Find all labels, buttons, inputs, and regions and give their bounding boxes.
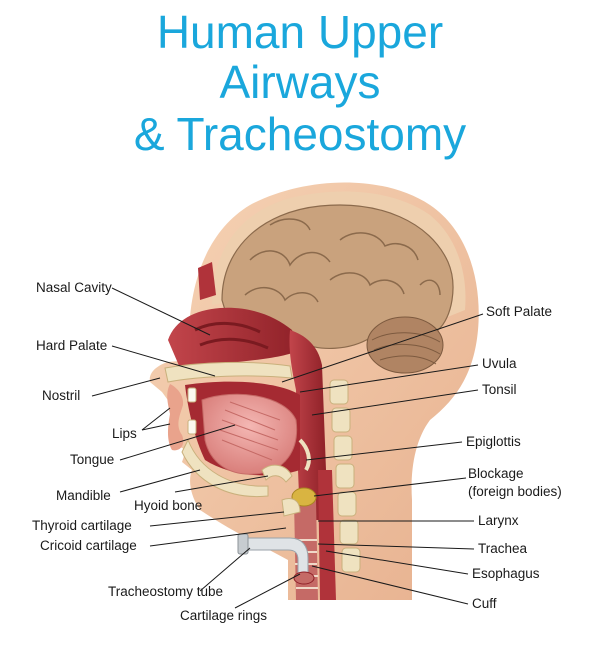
foreign-body <box>291 487 317 507</box>
tongue <box>201 393 298 475</box>
title-line-1: Human Upper <box>156 6 444 58</box>
label-blockage-detail: (foreign bodies) <box>468 484 562 499</box>
label-cricoid-cartilage: Cricoid cartilage <box>40 538 137 553</box>
label-larynx: Larynx <box>478 513 519 528</box>
label-esophagus: Esophagus <box>472 566 540 581</box>
lower-tooth <box>187 419 197 435</box>
label-thyroid-cartilage: Thyroid cartilage <box>32 518 132 533</box>
hard-palate-bone <box>164 361 293 383</box>
title-line-2: Airways <box>219 56 381 108</box>
turbinates <box>194 321 269 350</box>
cervical-spine <box>329 379 361 573</box>
label-cartilage-rings: Cartilage rings <box>180 608 268 623</box>
label-soft-palate: Soft Palate <box>486 304 553 319</box>
label-uvula: Uvula <box>482 356 517 371</box>
leader-lines <box>91 287 484 609</box>
label-cuff: Cuff <box>472 596 497 611</box>
label-mandible: Mandible <box>56 488 111 503</box>
label-lips: Lips <box>112 426 137 441</box>
lips <box>167 384 184 451</box>
label-epiglottis: Epiglottis <box>466 434 521 449</box>
upper-tooth <box>187 387 197 403</box>
pharynx <box>289 330 326 520</box>
frontal-sinus <box>198 262 216 300</box>
brain-folds <box>244 218 441 303</box>
label-tongue: Tongue <box>70 452 115 467</box>
cuff-shape <box>293 571 315 585</box>
label-nasal-cavity: Nasal Cavity <box>36 280 112 295</box>
label-tonsil: Tonsil <box>482 382 517 397</box>
title-line-3: & Tracheostomy <box>133 108 467 160</box>
thyroid-cartilage-shape <box>281 498 301 517</box>
hyoid <box>261 464 293 483</box>
label-hard-palate: Hard Palate <box>36 338 108 353</box>
label-nostril: Nostril <box>42 388 81 403</box>
epiglottis <box>298 438 311 472</box>
label-hyoid-bone: Hyoid bone <box>134 498 203 513</box>
tongue-muscle-fibers <box>219 401 281 461</box>
label-blockage: Blockage <box>468 466 524 481</box>
cerebellum <box>366 316 444 374</box>
esophagus <box>318 470 336 600</box>
label-tracheostomy-tube: Tracheostomy tube <box>108 584 224 599</box>
label-trachea: Trachea <box>478 541 528 556</box>
